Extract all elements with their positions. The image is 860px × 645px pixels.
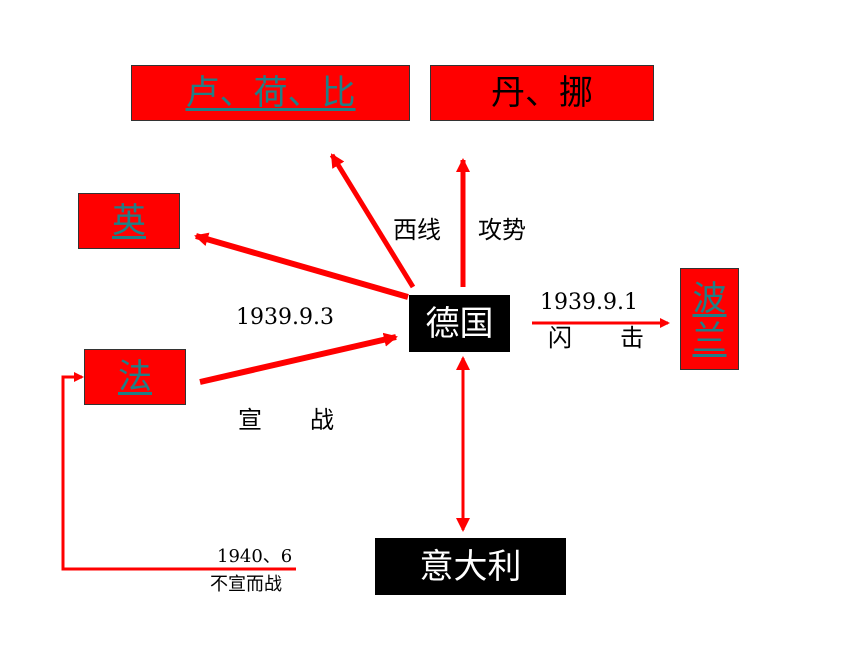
label-west-front: 西线 xyxy=(393,216,441,244)
label-germany: 德国 xyxy=(425,303,494,344)
link-poland-1[interactable]: 波 xyxy=(692,279,727,319)
box-italy: 意大利 xyxy=(375,538,566,595)
link-uk[interactable]: 英 xyxy=(112,201,146,241)
label-declare: 宣 xyxy=(238,406,262,434)
label-italy: 意大利 xyxy=(419,546,522,587)
box-france: 法 xyxy=(84,349,186,405)
arrow-germany-to-uk xyxy=(194,232,409,300)
label-offensive: 攻势 xyxy=(478,216,526,244)
label-date-italy: 1940、6 xyxy=(217,546,293,567)
label-dan-nuo: 丹、挪 xyxy=(491,73,593,113)
box-dan-nuo: 丹、挪 xyxy=(430,65,654,121)
box-uk: 英 xyxy=(78,193,180,249)
link-france[interactable]: 法 xyxy=(118,357,152,397)
label-undeclared-war: 不宣而战 xyxy=(210,574,282,595)
label-date-poland: 1939.9.1 xyxy=(540,290,638,315)
label-date-uk-fr: 1939.9.3 xyxy=(236,305,334,330)
link-poland-2[interactable]: 兰 xyxy=(692,319,727,359)
label-blitz-2: 击 xyxy=(620,324,644,352)
arrow-france-to-germany xyxy=(199,332,398,385)
box-lu-he-bi: 卢、荷、比 xyxy=(131,65,410,121)
label-war: 战 xyxy=(310,406,334,434)
arrow-germany-to-lhb xyxy=(329,153,416,289)
box-poland: 波 兰 xyxy=(680,268,739,370)
label-blitz-1: 闪 xyxy=(548,324,572,352)
arrow-italy-to-france xyxy=(61,372,296,571)
link-lu-he-bi[interactable]: 卢、荷、比 xyxy=(185,73,356,113)
box-germany: 德国 xyxy=(409,295,510,352)
